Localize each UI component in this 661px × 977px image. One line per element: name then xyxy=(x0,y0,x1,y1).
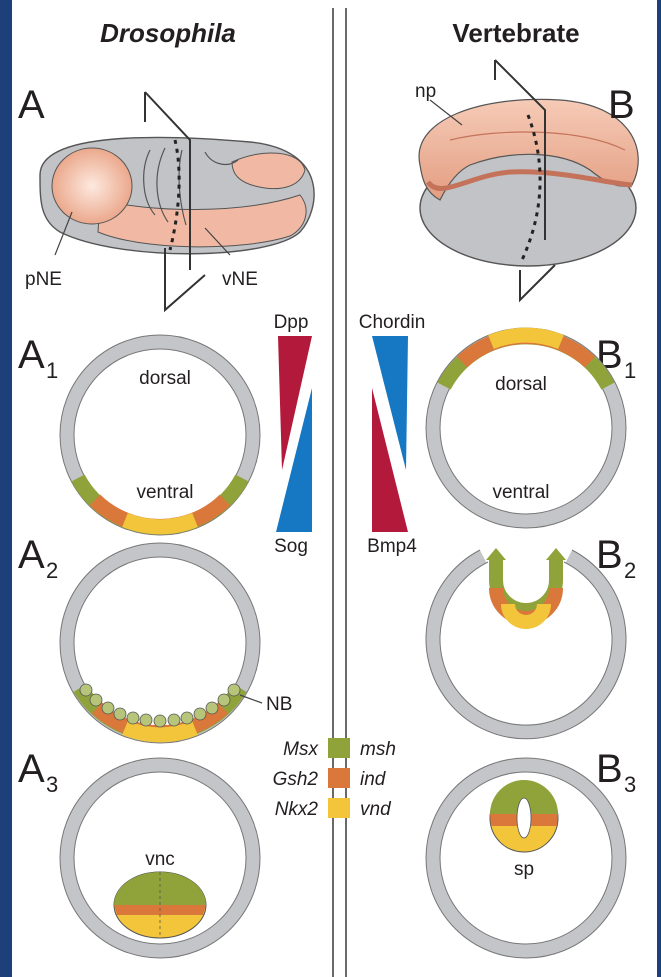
panel-label-a2-sub: 2 xyxy=(46,558,58,583)
cross-section-b3 xyxy=(426,758,626,958)
panel-label-a3: A xyxy=(18,747,45,791)
label-ventral-b1: ventral xyxy=(492,482,549,503)
legend-nkx2: Nkx2 xyxy=(275,799,319,820)
label-dorsal-b1: dorsal xyxy=(495,374,547,395)
label-sp: sp xyxy=(514,859,534,880)
vertebrate-embryo xyxy=(419,60,638,300)
label-vne: vNE xyxy=(222,269,258,290)
cross-section-a2 xyxy=(60,543,262,743)
legend-swatch-nkx2 xyxy=(328,798,350,818)
label-dpp: Dpp xyxy=(274,312,309,333)
panel-label-a3-sub: 3 xyxy=(46,772,58,797)
panel-label-b3-sub: 3 xyxy=(624,772,636,797)
panel-label-b2: B xyxy=(596,533,623,577)
label-ventral-a1: ventral xyxy=(136,482,193,503)
label-np: np xyxy=(415,81,436,102)
header-vertebrate: Vertebrate xyxy=(452,18,579,48)
cross-section-b2 xyxy=(426,548,626,739)
legend xyxy=(328,738,350,818)
drosophila-embryo xyxy=(40,92,314,310)
label-vnc: vnc xyxy=(145,849,175,870)
panel-label-b1-sub: 1 xyxy=(624,358,636,383)
label-nb: NB xyxy=(266,694,292,715)
panel-label-b2-sub: 2 xyxy=(624,558,636,583)
panel-label-a2: A xyxy=(18,533,45,577)
label-pne: pNE xyxy=(25,269,62,290)
panel-label-a1: A xyxy=(18,333,45,377)
header-drosophila: Drosophila xyxy=(100,18,236,48)
legend-swatch-msx xyxy=(328,738,350,758)
label-dorsal-a1: dorsal xyxy=(139,368,191,389)
label-sog-text: Sog xyxy=(274,536,308,557)
legend-gsh2: Gsh2 xyxy=(273,769,319,790)
center-divider xyxy=(333,8,346,977)
panel-label-a: A xyxy=(18,83,45,127)
panel-label-a1-sub: 1 xyxy=(46,358,58,383)
legend-vnd: vnd xyxy=(360,799,392,820)
label-chordin: Chordin xyxy=(359,312,426,333)
legend-msx: Msx xyxy=(283,739,319,760)
gradient-left xyxy=(276,336,312,532)
pne-region xyxy=(52,148,132,224)
panel-label-b3: B xyxy=(596,747,623,791)
panel-label-b: B xyxy=(608,83,635,127)
cross-section-a1 xyxy=(60,335,260,535)
legend-swatch-gsh2 xyxy=(328,768,350,788)
legend-msh: msh xyxy=(360,739,396,760)
gradient-right xyxy=(372,336,408,532)
legend-ind: ind xyxy=(360,769,387,790)
label-bmp4: Bmp4 xyxy=(367,536,417,557)
